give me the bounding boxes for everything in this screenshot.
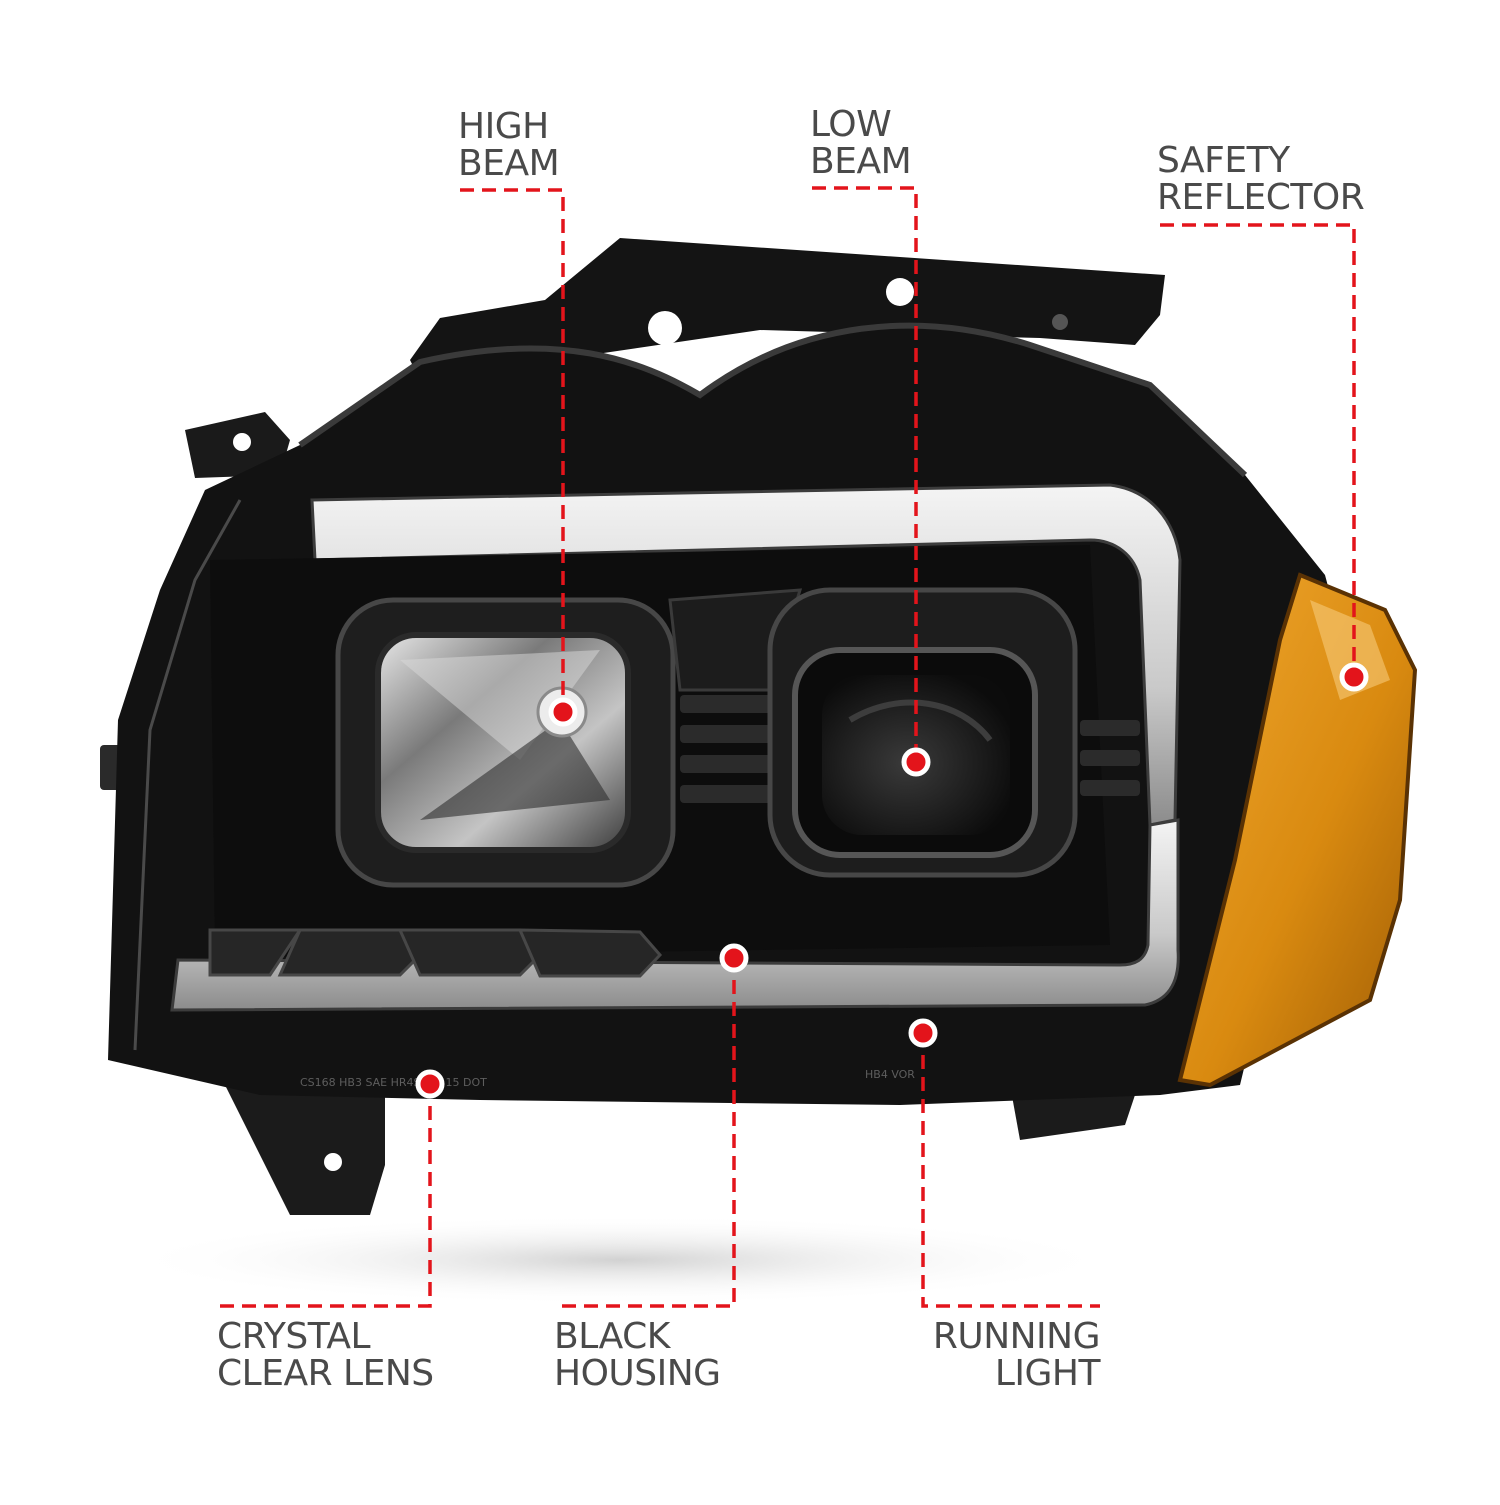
chevron-trim xyxy=(208,928,663,978)
lens-marking-left: CS168 HB3 SAE HR4S0B2 15 DOT xyxy=(300,1076,487,1089)
separator-ribs xyxy=(680,695,1140,803)
high-beam-reflector-facet xyxy=(420,720,610,820)
safety-reflector-leader xyxy=(1160,223,1356,677)
crystal-clear-lens-label-line1: CRYSTAL xyxy=(217,1316,371,1357)
high-beam-label-line1: HIGH xyxy=(458,106,549,147)
safety-reflector-label: SAFETY REFLECTOR xyxy=(1157,140,1365,218)
running-light-label-line2: LIGHT xyxy=(994,1353,1101,1394)
black-housing-label: BLACK HOUSING xyxy=(554,1318,721,1392)
running-light-label-line1: RUNNING xyxy=(932,1316,1101,1357)
bracket-hole xyxy=(886,278,914,306)
safety-reflector-dot xyxy=(1339,662,1369,692)
foot-hole xyxy=(324,1153,342,1171)
crystal-clear-lens-leader xyxy=(218,1084,432,1308)
safety-reflector-label-line1: SAFETY xyxy=(1157,140,1290,181)
bracket-hole xyxy=(648,311,682,345)
high-beam-leader xyxy=(460,188,565,712)
lens-edge-left xyxy=(133,499,242,1051)
safety-reflector-label-line2: REFLECTOR xyxy=(1157,177,1365,218)
high-beam-label: HIGH BEAM xyxy=(458,106,560,184)
high-beam-dot xyxy=(548,697,578,727)
low-beam-label-line2: BEAM xyxy=(810,141,912,182)
lens-marking-right: HB4 VOR xyxy=(865,1068,915,1081)
crystal-clear-lens-dot xyxy=(415,1069,445,1099)
black-housing-dot xyxy=(719,943,749,973)
housing-top-rim xyxy=(298,322,1248,478)
callout-dots xyxy=(415,662,1369,1099)
amber-reflector-highlight xyxy=(1310,600,1390,700)
tab-hole xyxy=(233,433,251,451)
bottom-left-foot xyxy=(225,1085,385,1215)
black-housing-label-line2: HOUSING xyxy=(554,1353,721,1394)
callout-leaders xyxy=(218,186,1356,1308)
black-housing-label-line1: BLACK xyxy=(554,1316,670,1357)
crystal-clear-lens-label-line2: CLEAR LENS xyxy=(217,1353,434,1394)
low-beam-label: LOW BEAM xyxy=(810,104,912,182)
high-beam-reflector-facet xyxy=(400,650,600,760)
running-light-label: RUNNING LIGHT xyxy=(932,1316,1101,1394)
running-light-leader xyxy=(921,1033,1100,1308)
top-mounting-bracket xyxy=(410,238,1165,380)
amber-reflector xyxy=(1177,572,1418,1088)
floor-shadow xyxy=(120,1215,1120,1305)
black-housing-leader xyxy=(556,958,736,1308)
high-beam-label-line2: BEAM xyxy=(458,143,560,184)
crystal-clear-lens-label: CRYSTAL CLEAR LENS xyxy=(217,1318,434,1392)
low-beam-leader xyxy=(812,186,918,762)
low-beam-lens-reflection xyxy=(848,699,993,742)
low-beam-label-line1: LOW xyxy=(810,104,892,145)
low-beam-dot xyxy=(901,747,931,777)
running-light-dot xyxy=(908,1018,938,1048)
bracket-hole xyxy=(1052,314,1068,330)
